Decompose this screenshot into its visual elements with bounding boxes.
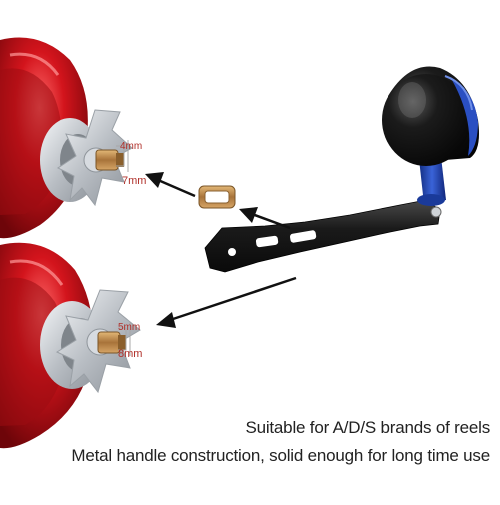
bottom-small-dimension-label: 5mm — [118, 322, 141, 333]
brass-washer — [198, 185, 236, 209]
bottom-reel — [0, 242, 141, 449]
top-dimension-bracket — [116, 140, 129, 172]
top-small-dimension-label: 4mm — [120, 141, 143, 152]
bottom-dimension-bracket — [118, 322, 131, 356]
arrow-left-icon — [145, 172, 196, 198]
top-reel — [0, 37, 133, 239]
reel-handle — [204, 66, 479, 273]
caption-construction: Metal handle construction, solid enough … — [71, 446, 490, 465]
top-large-dimension-label: 7mm — [122, 175, 147, 187]
bottom-large-dimension-label: 8mm — [118, 348, 143, 360]
caption-compatibility: Suitable for A/D/S brands of reels — [245, 418, 490, 437]
arrow-left-icon — [239, 207, 291, 230]
arrow-down-left-icon — [156, 276, 297, 328]
